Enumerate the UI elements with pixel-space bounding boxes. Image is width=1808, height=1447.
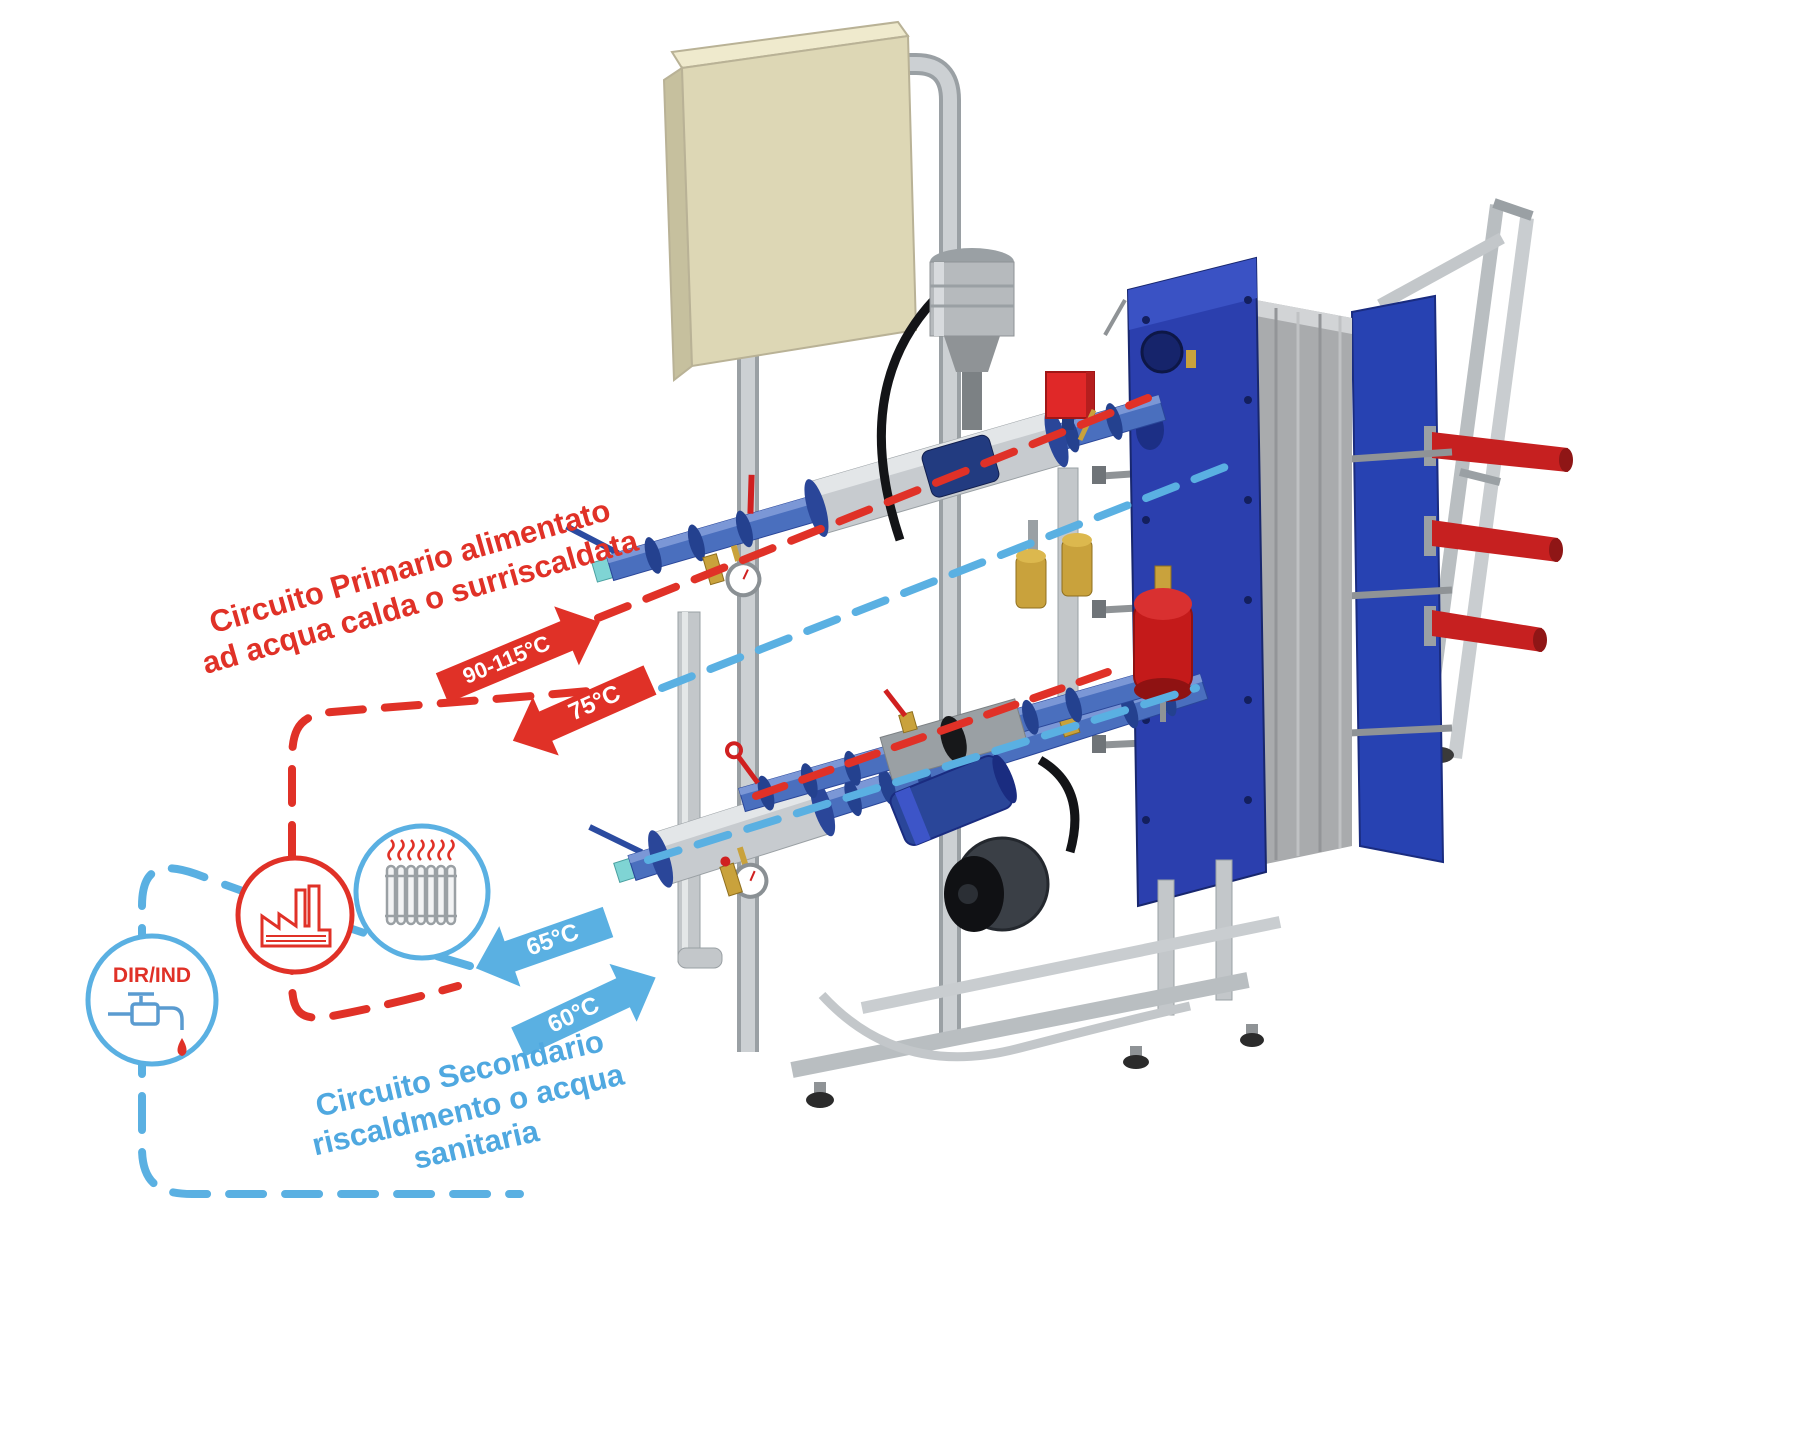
secondary-return-arrow (475, 906, 614, 987)
dir-ind-label: DIR/IND (113, 964, 191, 987)
radiator-circle (353, 823, 491, 961)
primary-return-inner-dashed-line (752, 668, 1112, 800)
hx-red-ports (1424, 426, 1573, 652)
water-drop-icon (177, 1038, 187, 1056)
pump (889, 754, 1080, 932)
radiator-icon (385, 864, 457, 926)
expansion-vessel (1133, 565, 1193, 722)
heat-waves-icon (387, 839, 455, 861)
primary-supply-arrow (435, 606, 600, 703)
secondary-flow-dashed-line (658, 458, 1242, 692)
primary-supply-dashed-line (594, 394, 1152, 622)
pressure-gauge (725, 561, 762, 598)
secondary-loop-dashed-line (138, 864, 524, 1198)
upper-pipe-run (565, 394, 1167, 598)
hx-plate-pack (1256, 300, 1352, 866)
dir-ind-icon: DIR/IND (85, 933, 219, 1067)
primary-return-loop-dashed-line (288, 682, 646, 1022)
secondary-supply-arrow (511, 963, 656, 1057)
primary-return-arrow (512, 665, 657, 756)
control-cabinet (662, 20, 918, 382)
factory-circle (235, 855, 355, 975)
control-valve-body (921, 434, 1000, 498)
faucet-icon (108, 992, 184, 1030)
secondary-return-inner-dashed-line (644, 684, 1200, 864)
base-skid (790, 916, 1282, 1108)
factory-icon (260, 884, 332, 948)
hx-back-plate (1350, 294, 1445, 864)
hx-front-plate (1103, 256, 1268, 908)
safety-valve-group (1015, 520, 1093, 609)
